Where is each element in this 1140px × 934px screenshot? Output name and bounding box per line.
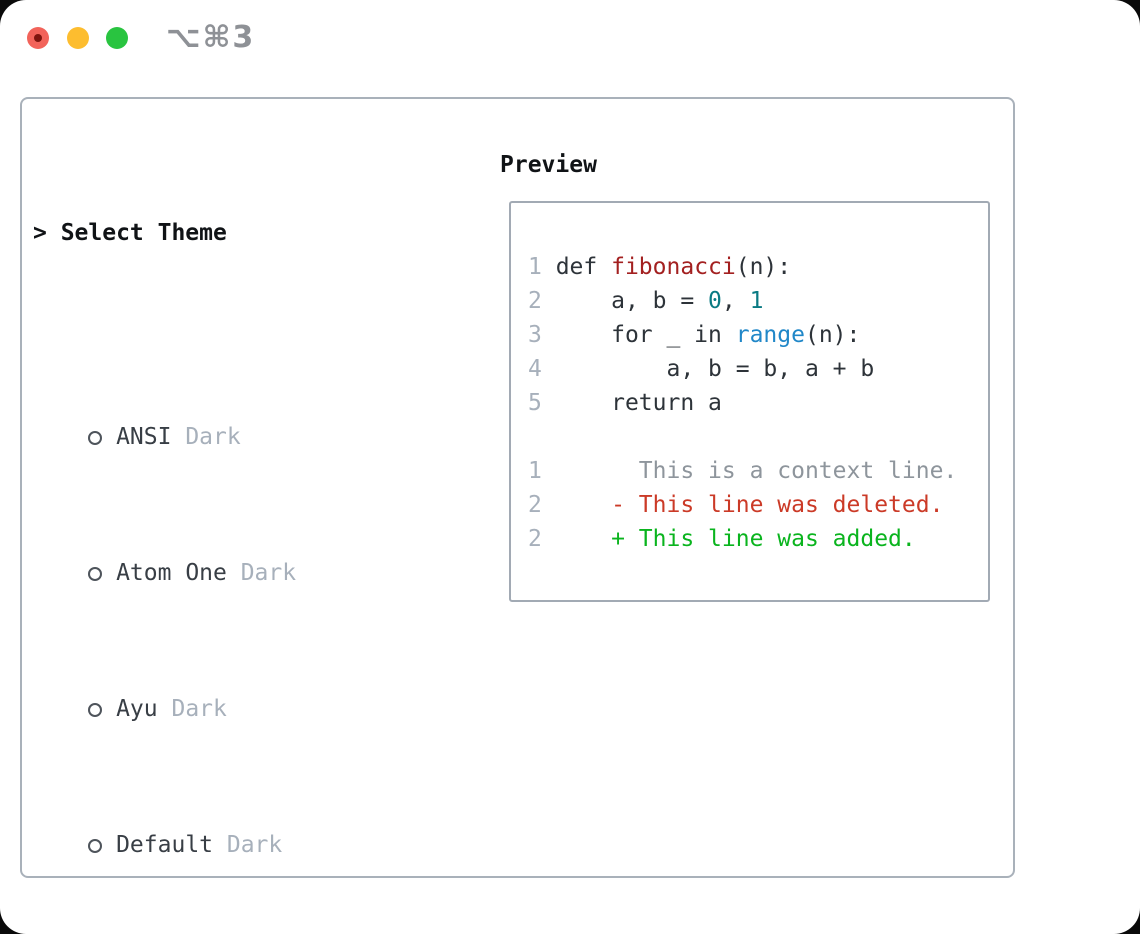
theme-option[interactable]: ANSI Dark xyxy=(33,386,421,450)
option-tag: Dark xyxy=(171,696,227,722)
option-tag: Dark xyxy=(226,832,283,858)
code-line: 4 a, b = b, a + b xyxy=(528,356,875,382)
code-line: 1 def fibonacci(n): xyxy=(528,254,792,280)
radio-icon xyxy=(88,556,116,590)
theme-option[interactable]: DraculaDark xyxy=(33,930,421,934)
radio-icon xyxy=(88,692,116,726)
option-label: Ayu xyxy=(116,696,158,722)
radio-icon xyxy=(88,420,116,454)
code-line: 2 + This line was added. xyxy=(528,526,916,552)
minimize-button[interactable] xyxy=(67,27,89,49)
close-button[interactable] xyxy=(27,27,49,49)
code-line: 2 - This line was deleted. xyxy=(528,492,944,518)
theme-option[interactable]: Default Dark xyxy=(33,794,421,858)
select-theme-header: > Select Theme xyxy=(33,216,421,250)
code-line: 5 return a xyxy=(528,390,722,416)
preview-label: Preview xyxy=(500,152,597,178)
preview-box xyxy=(509,201,990,602)
recording-dot-icon xyxy=(34,34,42,42)
code-preview: 1 def fibonacci(n): 2 a, b = 0, 1 3 for _ … xyxy=(528,250,957,556)
code-line xyxy=(528,420,957,454)
option-label: Atom One xyxy=(116,560,227,586)
code-line: 2 a, b = 0, 1 xyxy=(528,288,764,314)
option-tag: Dark xyxy=(240,560,297,586)
window-title: ⌥⌘3 xyxy=(166,20,256,55)
select-theme-label: Select Theme xyxy=(60,220,227,246)
prompt-icon: > xyxy=(33,220,47,246)
zoom-button[interactable] xyxy=(106,27,128,49)
code-line: 1 This is a context line. xyxy=(528,458,958,484)
option-label: ANSI xyxy=(116,424,172,450)
option-label: Default xyxy=(116,832,214,858)
option-tag: Dark xyxy=(185,424,241,450)
code-line: 3 for _ in range(n): xyxy=(528,322,861,348)
theme-option[interactable]: Ayu Dark xyxy=(33,658,421,722)
radio-icon xyxy=(88,828,116,862)
theme-option[interactable]: Atom One Dark xyxy=(33,522,421,586)
